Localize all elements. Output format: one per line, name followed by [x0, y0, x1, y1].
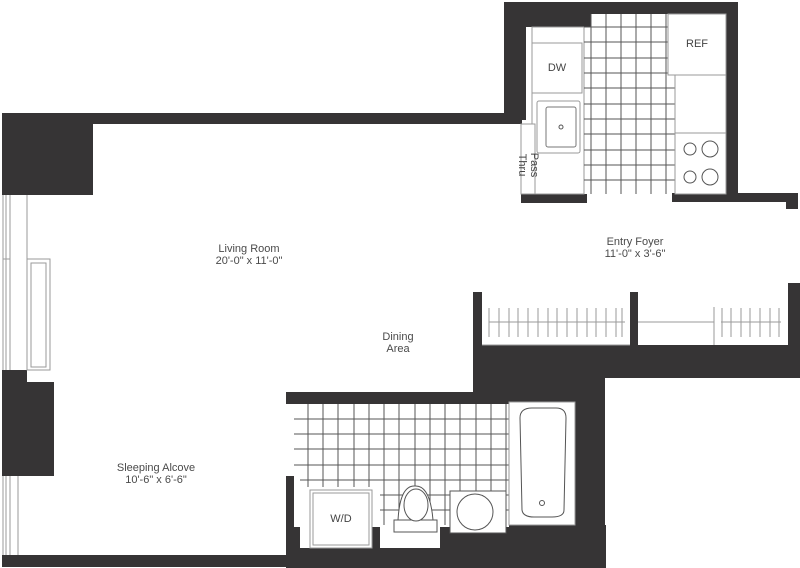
stove — [674, 132, 727, 195]
dishwasher-label: DW — [547, 62, 567, 74]
dining-name-2: Area — [386, 343, 410, 355]
toilet — [393, 519, 438, 533]
entry-foyer-label: Entry Foyer 11'-0" x 3'-6" — [605, 236, 666, 260]
bathroom-sink — [449, 490, 507, 534]
entry-foyer-dims: 11'-0" x 3'-6" — [604, 248, 666, 260]
kitchen — [520, 13, 727, 195]
refrigerator-label: REF — [686, 38, 708, 50]
bathroom — [294, 401, 576, 549]
windows — [2, 195, 51, 555]
dishwasher — [531, 42, 583, 94]
entry-foyer-name: Entry Foyer — [606, 236, 664, 248]
pass-thru-label: Pass Thru — [516, 152, 540, 178]
living-room-label: Living Room 20'-0" x 11'-0" — [216, 243, 283, 267]
dining-area-label: Dining Area — [382, 331, 413, 355]
dining-name: Dining — [382, 331, 414, 343]
refrigerator — [667, 13, 727, 76]
washer-dryer-label: W/D — [330, 513, 352, 525]
sleeping-alcove-dims: 10'-6" x 6'-6" — [125, 474, 187, 486]
sleeping-alcove-label: Sleeping Alcove 10'-6" x 6'-6" — [117, 462, 195, 486]
living-room-name: Living Room — [218, 243, 280, 255]
living-room-dims: 20'-0" x 11'-0" — [215, 255, 283, 267]
sleeping-alcove-name: Sleeping Alcove — [116, 462, 196, 474]
pass-thru — [520, 123, 536, 195]
closet-hangers — [488, 308, 780, 337]
